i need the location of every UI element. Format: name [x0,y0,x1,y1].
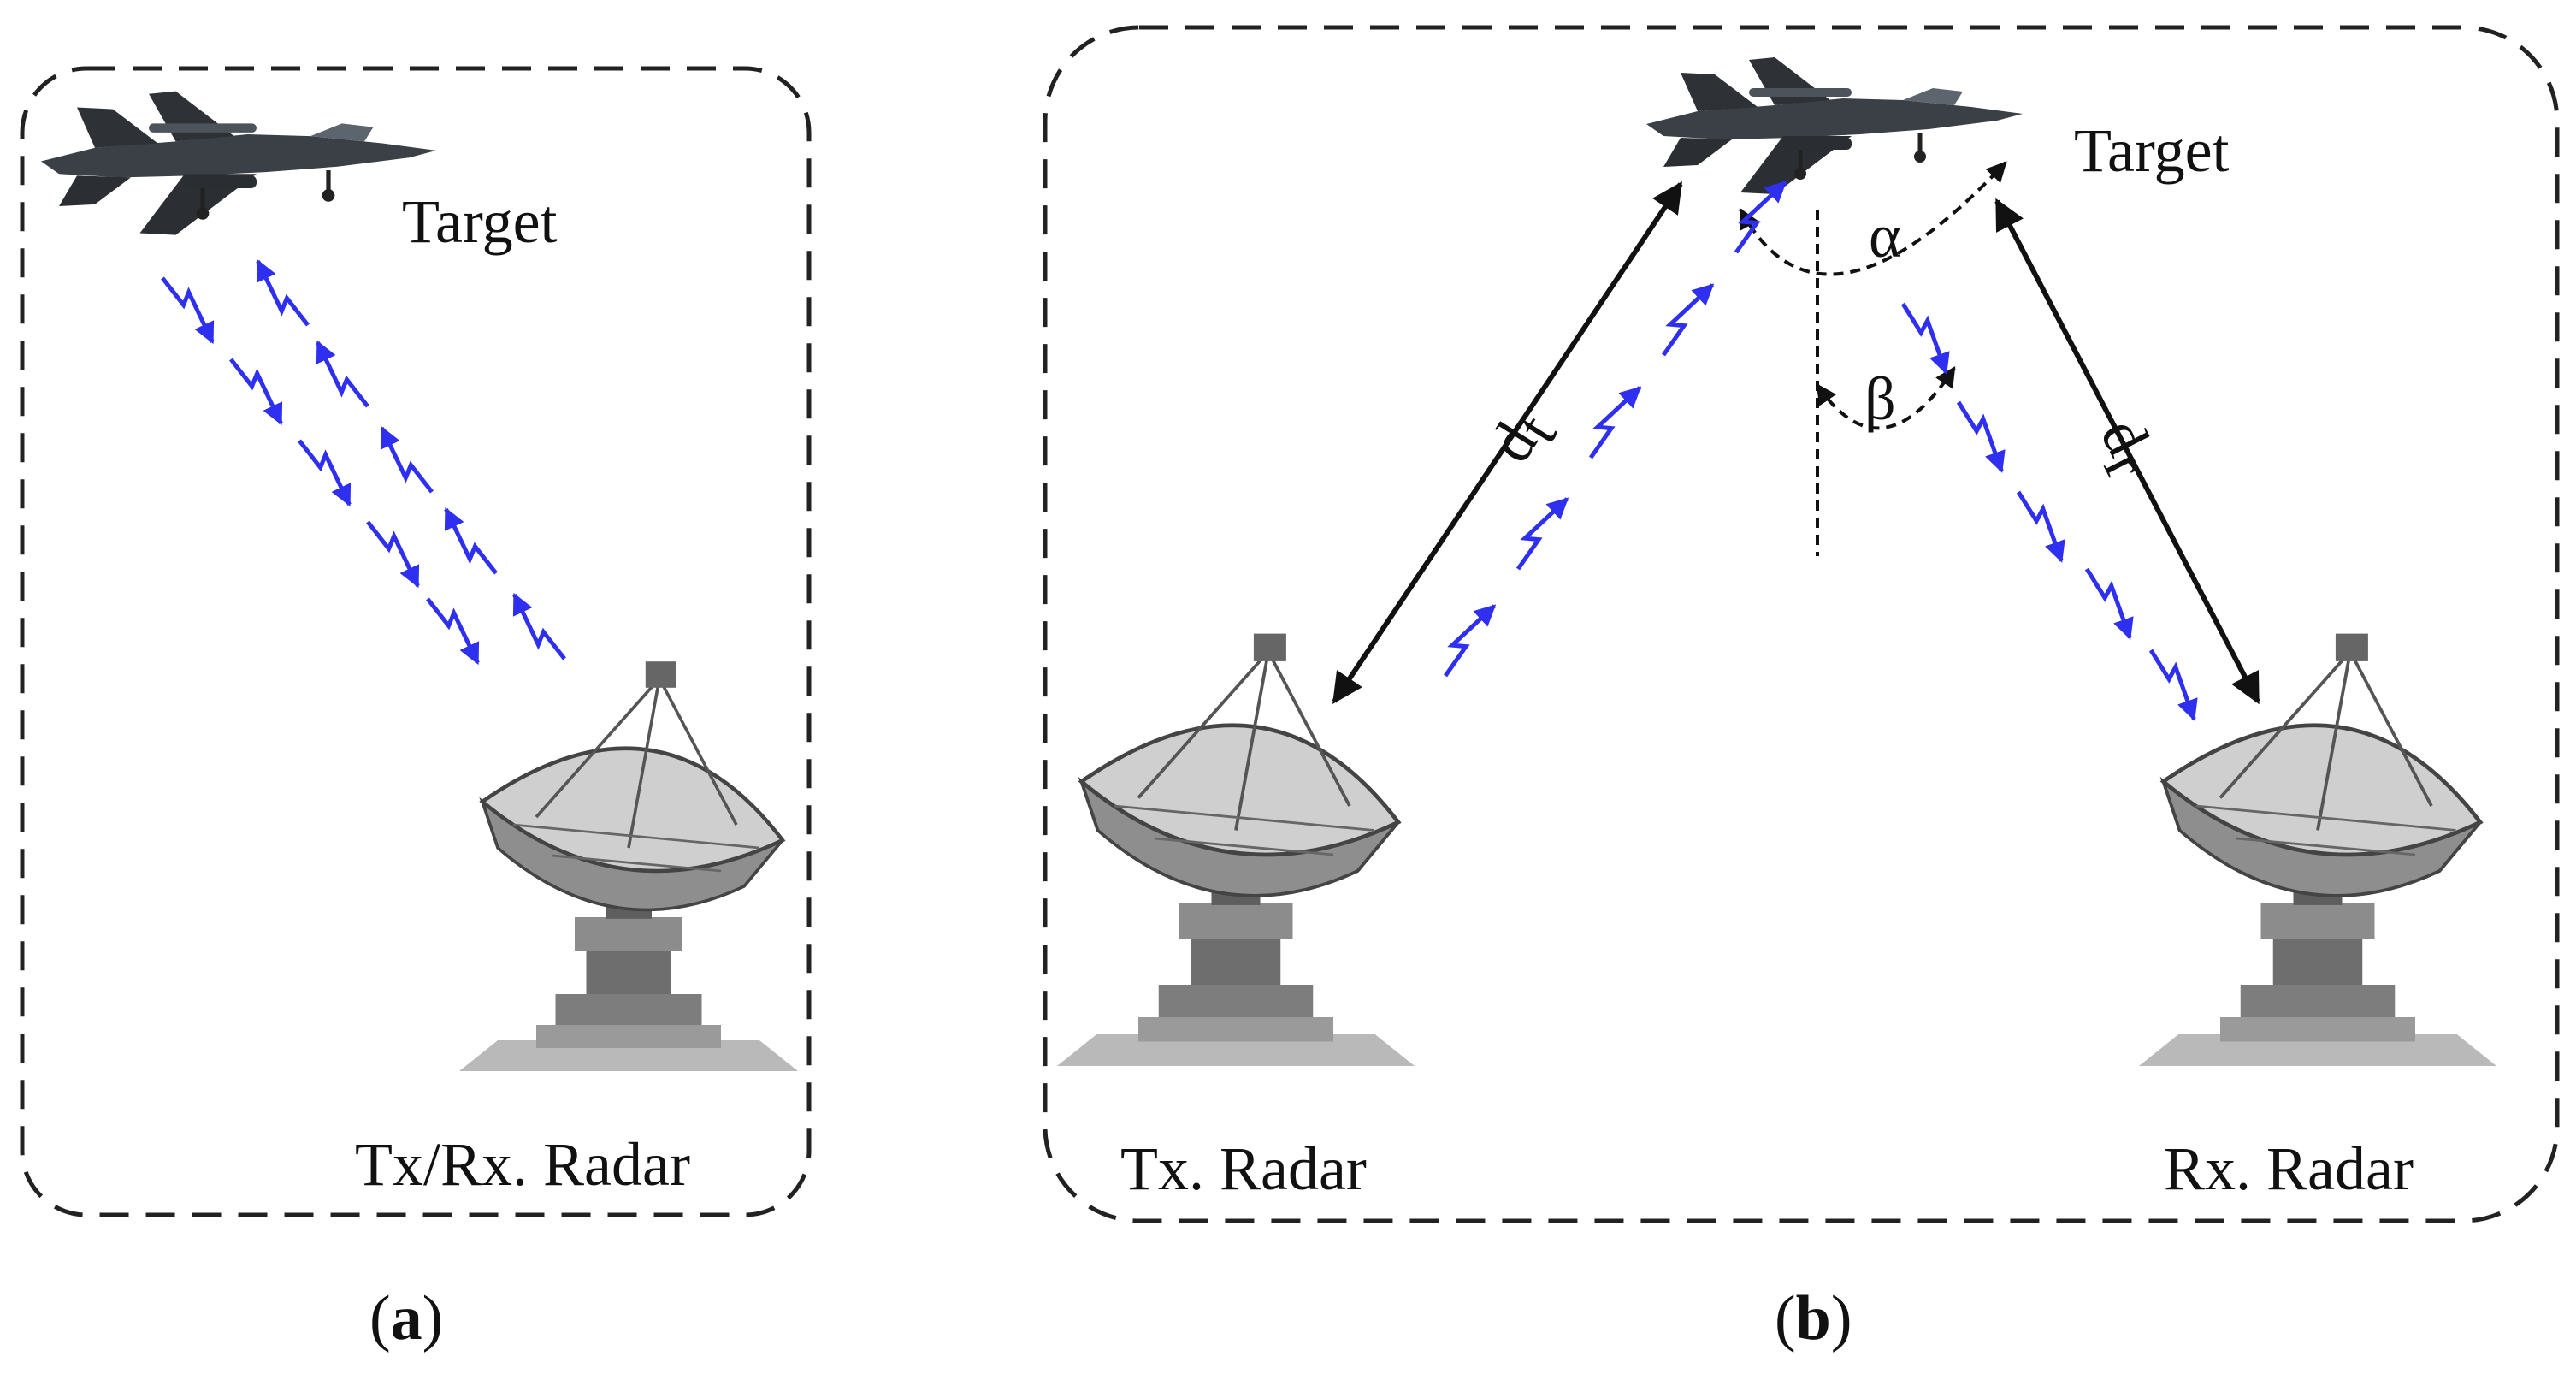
beta-label: β [1864,364,1896,433]
radar-dish-icon [459,661,798,1071]
panel-b-receive-signals [1900,302,2198,721]
signal-bolt-tx-3 [1588,386,1642,459]
radar-dish-icon [1057,634,1415,1066]
radar-dish-icon [2139,634,2496,1066]
panel-a: Target Tx/Rx. Radar [20,66,812,1217]
panel-b-transmit-signals [1443,181,1787,678]
signal-bolt-rx-3 [2016,490,2065,563]
signal-bolt-tx-2 [1515,497,1569,571]
fighter-jet-icon [41,92,436,235]
signal-bolt-down-4 [366,520,420,589]
signal-bolt-up-3 [380,425,434,494]
panel-b-frame [1043,25,2560,1223]
signal-bolt-down-5 [426,597,480,666]
alpha-label: α [1869,202,1901,270]
panel-a-uplink-signals [256,258,566,660]
panel-a-radar-label: Tx/Rx. Radar [355,1130,690,1199]
signal-bolt-down-3 [298,439,352,507]
signal-bolt-rx-4 [2084,567,2134,640]
panel-b: Target dt dr α β Tx. Radar Rx. Radar [1043,25,2560,1223]
panel-b-tx-label: Tx. Radar [1120,1134,1367,1203]
alpha-angle-arc [1739,161,2007,276]
panel-a-downlink-signals [161,276,480,666]
signal-bolt-down-1 [161,276,215,345]
signal-bolt-rx-5 [2148,649,2198,721]
dr-distance-arrow [1994,198,2260,705]
signal-bolt-up-5 [256,258,310,327]
signal-bolt-tx-5 [1734,181,1787,254]
caption-b: (b) [1775,1283,1852,1353]
panel-a-target-label: Target [402,187,558,256]
beta-angle-arc [1816,365,1956,430]
signal-bolt-rx-2 [1956,400,2006,473]
panel-b-target-label: Target [2074,116,2230,185]
dt-distance-arrow [1332,181,1683,704]
panel-a-frame [20,66,812,1217]
signal-bolt-up-2 [444,506,498,575]
signal-bolt-down-2 [229,358,283,426]
dr-label: dr [2077,407,2171,489]
signal-bolt-tx-4 [1661,283,1715,357]
signal-bolt-rx-1 [1900,302,1950,375]
signal-bolt-up-1 [512,592,566,660]
caption-a: (a) [369,1283,443,1353]
fighter-jet-icon [1646,57,2023,194]
panel-b-rx-label: Rx. Radar [2164,1134,2414,1203]
signal-bolt-up-4 [316,340,369,408]
dt-label: dt [1476,397,1569,480]
signal-bolt-tx-1 [1443,604,1497,678]
